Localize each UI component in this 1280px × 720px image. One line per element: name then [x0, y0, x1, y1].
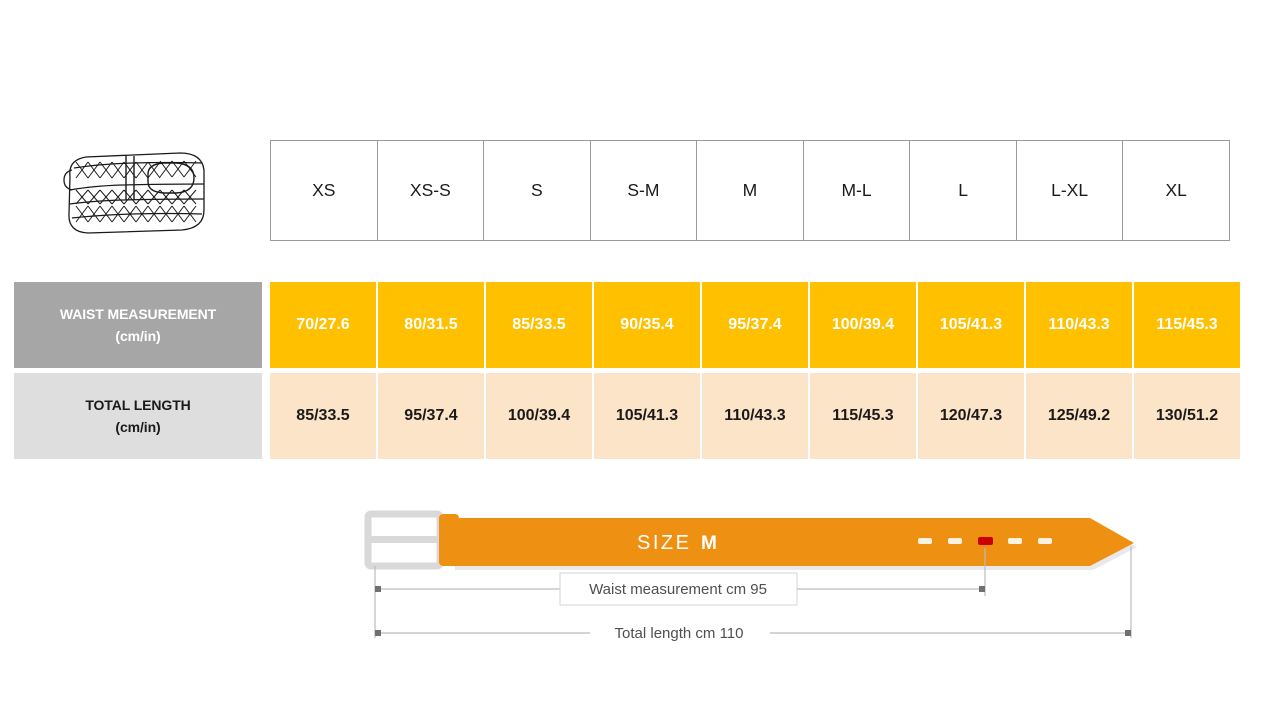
total-length-value-0: 85/33.5 [270, 373, 378, 459]
braided-belt-illustration [52, 138, 222, 246]
total-length-label: TOTAL LENGTH (cm/in) [14, 373, 262, 459]
size-header-table: XS XS-S S S-M M M-L L L-XL XL [270, 140, 1230, 241]
size-header-row: XS XS-S S S-M M M-L L L-XL XL [270, 140, 1230, 241]
size-header-cell-4: M [696, 140, 804, 241]
waist-value-0: 70/27.6 [270, 282, 378, 368]
belt-size-prefix: SIZE [637, 532, 691, 554]
waist-value-2: 85/33.5 [486, 282, 594, 368]
waist-value-6: 105/41.3 [918, 282, 1026, 368]
size-header-cell-6: L [909, 140, 1017, 241]
waist-dim-arrow-left [375, 586, 381, 592]
total-length-value-5: 115/45.3 [810, 373, 918, 459]
total-length-line1: TOTAL LENGTH [85, 396, 191, 413]
braided-belt-icon [63, 152, 205, 234]
size-header-cell-8: XL [1122, 140, 1230, 241]
waist-label-line1: WAIST MEASUREMENT [59, 305, 217, 322]
total-length-value-2: 100/39.4 [486, 373, 594, 459]
belt-hole-2-highlighted [978, 537, 993, 545]
total-length-value-4: 110/43.3 [702, 373, 810, 459]
belt-size-value: M [701, 533, 717, 554]
waist-dim-arrow-right [979, 586, 985, 592]
total-length-value-7: 125/49.2 [1026, 373, 1134, 459]
waist-value-1: 80/31.5 [378, 282, 486, 368]
waist-value-4: 95/37.4 [702, 282, 810, 368]
size-header-cell-7: L-XL [1015, 140, 1124, 241]
size-header-cell-1: XS-S [376, 140, 485, 241]
waist-value-cells: 70/27.6 80/31.5 85/33.5 90/35.4 95/37.4 … [270, 282, 1240, 368]
belt-measurement-diagram: SIZE M Waist measurement cm 95 [0, 496, 1280, 666]
belt-hole-4 [1038, 538, 1052, 544]
size-header-cell-2: S [483, 140, 591, 241]
total-length-annotation: Total length cm 110 [615, 625, 744, 642]
belt-buckle-prong-bar [368, 536, 440, 543]
belt-hole-1 [948, 538, 962, 544]
waist-label-units: (cm/in) [115, 328, 161, 344]
waist-measurement-label: WAIST MEASUREMENT (cm/in) [14, 282, 262, 368]
belt-strap [452, 518, 1134, 566]
waist-value-3: 90/35.4 [594, 282, 702, 368]
waist-value-8: 115/45.3 [1134, 282, 1240, 368]
waist-measurement-annotation: Waist measurement cm 95 [589, 581, 767, 598]
total-length-row: TOTAL LENGTH (cm/in) 85/33.5 95/37.4 100… [0, 373, 1240, 459]
belt-hole-3 [1008, 538, 1022, 544]
size-header-cell-5: M-L [802, 140, 911, 241]
total-length-units: (cm/in) [115, 419, 161, 435]
total-length-value-1: 95/37.4 [378, 373, 486, 459]
total-length-value-3: 105/41.3 [594, 373, 702, 459]
waist-label-box [559, 572, 798, 606]
total-length-value-8: 130/51.2 [1134, 373, 1240, 459]
size-header-cell-0: XS [270, 140, 378, 241]
belt-hole-0 [918, 538, 932, 544]
total-length-value-6: 120/47.3 [918, 373, 1026, 459]
total-length-value-cells: 85/33.5 95/37.4 100/39.4 105/41.3 110/43… [270, 373, 1240, 459]
measurement-rows: WAIST MEASUREMENT (cm/in) 70/27.6 80/31.… [0, 282, 1240, 459]
waist-measurement-row: WAIST MEASUREMENT (cm/in) 70/27.6 80/31.… [0, 282, 1240, 368]
total-dim-arrow-left [375, 630, 381, 636]
waist-value-7: 110/43.3 [1026, 282, 1134, 368]
size-header-cell-3: S-M [589, 140, 698, 241]
belt-diagram-svg: SIZE M Waist measurement cm 95 [364, 510, 1137, 642]
waist-value-5: 100/39.4 [810, 282, 918, 368]
total-dim-arrow-right [1125, 630, 1131, 636]
